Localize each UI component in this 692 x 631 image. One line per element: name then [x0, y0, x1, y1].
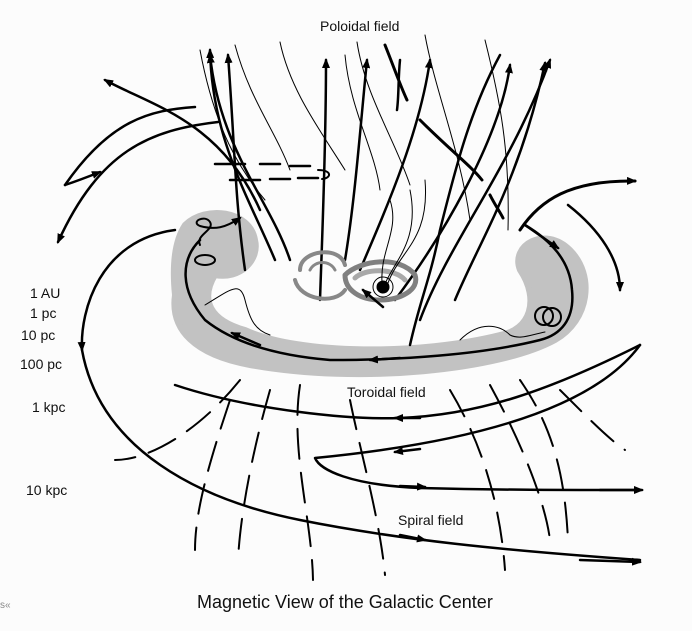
galactic-core [204, 179, 546, 341]
poloidal-line [318, 58, 330, 302]
scale-label: 1 pc [30, 305, 57, 321]
poloidal-line [453, 61, 548, 302]
poloidal-line [206, 53, 292, 262]
scale-label: 10 kpc [26, 482, 68, 498]
poloidal-line [224, 53, 247, 272]
poloidal-line [408, 53, 502, 347]
scale-label: 1 AU [30, 285, 61, 301]
poloidal-field-label: Poloidal field [320, 18, 400, 34]
toroidal-field-label: Toroidal field [347, 384, 426, 400]
diagram-title: Magnetic View of the Galactic Center [197, 592, 493, 612]
toroidal-loop [184, 216, 574, 364]
stray-glyph: s« [0, 600, 11, 611]
poloidal-line [343, 58, 371, 262]
poloidal-field-lines [199, 34, 552, 347]
poloidal-line [418, 58, 552, 322]
spiral-field-lines [77, 228, 644, 566]
toroidal-band [170, 210, 589, 378]
scale-label: 100 pc [20, 356, 63, 372]
spiral-field-label: Spiral field [398, 512, 464, 528]
dashed-field-lines [114, 379, 626, 581]
scale-label: 1 kpc [32, 399, 66, 415]
right-outflow [518, 176, 637, 292]
left-outflow [56, 78, 330, 244]
scale-label: 10 pc [21, 327, 56, 343]
